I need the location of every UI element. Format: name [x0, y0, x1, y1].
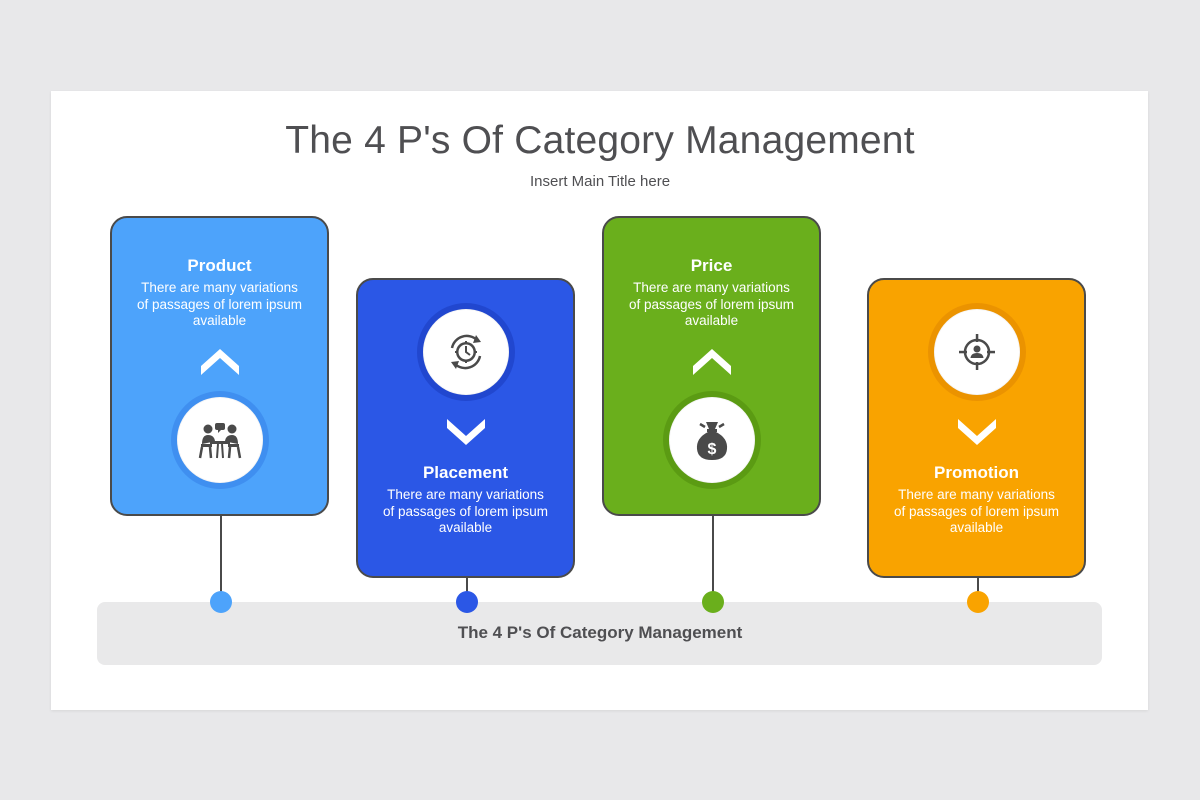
svg-text:$: $ [707, 441, 716, 458]
timeline-dot-promotion [967, 591, 989, 613]
card-price: Price There are many variations of passa… [602, 216, 821, 516]
clock-cycle-icon [450, 334, 481, 370]
card-promotion: Promotion There are many variations of p… [867, 278, 1086, 578]
target-person-icon [958, 334, 995, 370]
chevron-down-icon [957, 419, 996, 445]
card-product: Product There are many variations of pas… [110, 216, 329, 516]
card-description: There are many variations of passages of… [136, 280, 303, 328]
bottom-bar-label: The 4 P's Of Category Management [457, 623, 743, 642]
money-bag-icon: $ [696, 422, 727, 460]
meeting-icon [198, 423, 241, 459]
card-title: Price [690, 256, 733, 275]
card-description: There are many variations of passages of… [893, 487, 1060, 535]
card-placement: Placement There are many variations of p… [356, 278, 575, 578]
card-title: Product [187, 256, 252, 275]
card-description: There are many variations of passages of… [382, 487, 549, 535]
bottom-bar [97, 602, 1102, 665]
connector-line-product [220, 514, 222, 594]
connector-line-price [712, 514, 714, 594]
timeline-dot-price [702, 591, 724, 613]
chevron-down-icon [446, 419, 485, 445]
timeline-dot-product [210, 591, 232, 613]
chevron-up-icon [692, 349, 731, 375]
card-title: Placement [422, 463, 509, 482]
chevron-up-icon [200, 349, 239, 375]
slide-subtitle: Insert Main Title here [529, 173, 671, 190]
icon-circle [170, 391, 269, 489]
icon-circle: $ [662, 391, 761, 489]
card-title: Promotion [934, 463, 1019, 482]
icon-circle [927, 303, 1026, 401]
timeline-dot-placement [456, 591, 478, 613]
icon-circle [416, 303, 515, 401]
card-description: There are many variations of passages of… [628, 280, 795, 328]
connector-line-placement [466, 576, 468, 594]
slide-title: The 4 P's Of Category Management [285, 119, 915, 162]
connector-line-promotion [977, 576, 979, 594]
